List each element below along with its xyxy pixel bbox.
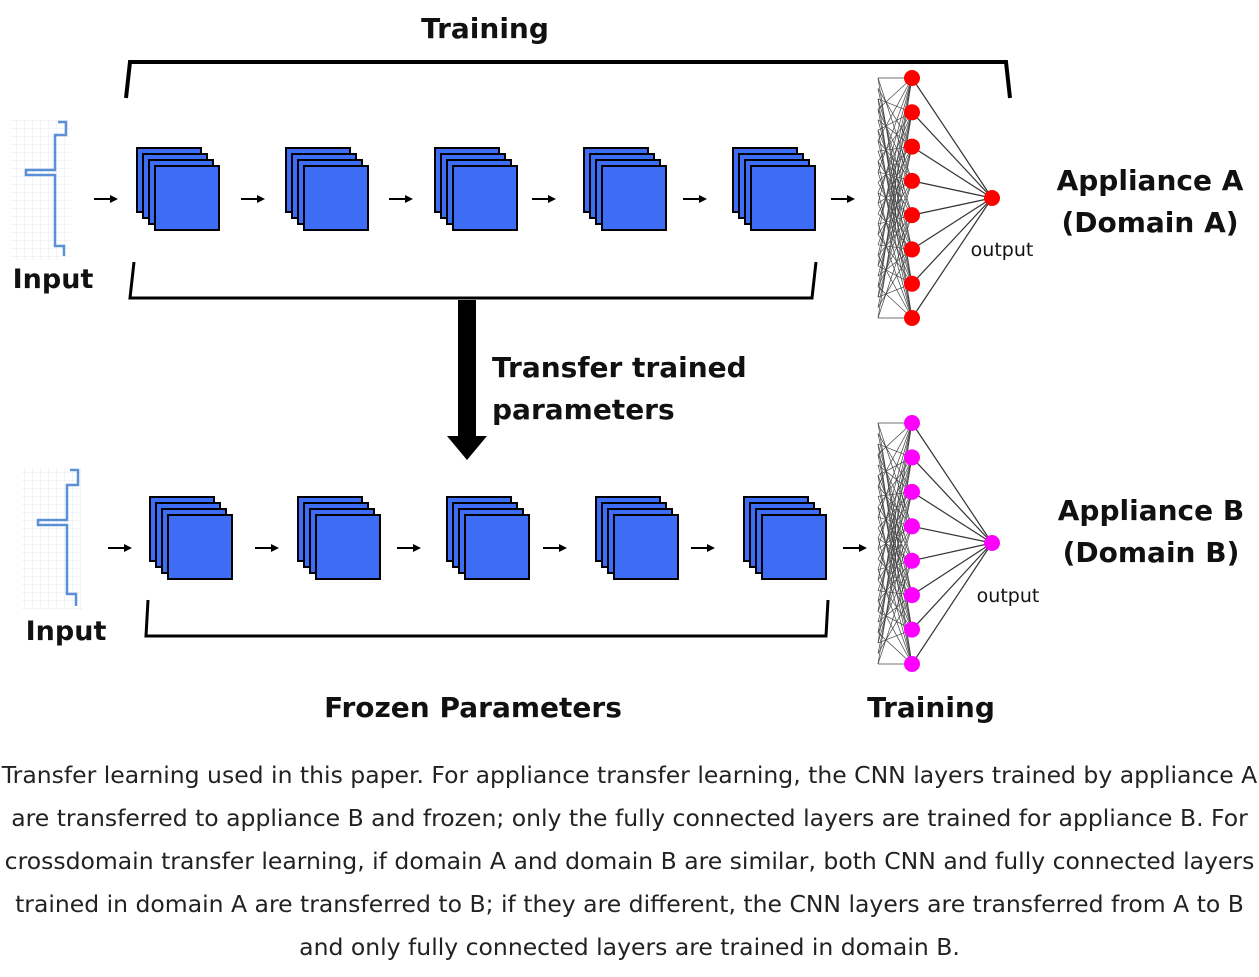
- bottom-output-connection: [911, 542, 993, 665]
- bottom-cnn-block-5: [743, 496, 827, 580]
- top-flow-arrow-1: [94, 195, 118, 203]
- bottom-cnn-block-3: [446, 496, 530, 580]
- top-output-connection: [911, 197, 993, 216]
- top-cnn-block-5: [732, 147, 816, 231]
- bottom-fc-neuron: [904, 621, 920, 638]
- bottom-output-connection: [911, 542, 993, 630]
- appliance-a-label: Appliance A: [1057, 164, 1244, 197]
- bottom-fc-neuron: [904, 587, 920, 604]
- transfer-arrow: [447, 300, 487, 460]
- top-output-neuron: [984, 190, 1000, 206]
- bottom-flow-arrow-2: [255, 544, 279, 552]
- top-fc-neuron: [904, 138, 920, 155]
- top-flow-arrow-6: [831, 195, 855, 203]
- bottom-output-connection: [911, 457, 993, 544]
- top-fully-connected-layer: [877, 70, 1000, 326]
- bottom-fc-neuron: [904, 415, 920, 431]
- top-input-signal: [10, 120, 70, 260]
- bottom-training-label: Training: [867, 691, 995, 724]
- top-output-connection: [911, 197, 993, 319]
- top-flow-arrows: [94, 195, 855, 203]
- bottom-fc-neuron: [904, 449, 920, 466]
- top-cnn-bracket: [128, 261, 818, 300]
- top-cnn-layers: [136, 147, 816, 231]
- bottom-fc-neuron: [904, 552, 920, 569]
- top-fc-neuron: [904, 310, 920, 326]
- top-output-connection: [911, 77, 993, 199]
- bottom-fc-neuron: [904, 518, 920, 535]
- top-fc-neuron: [904, 104, 920, 121]
- top-output-connection: [911, 197, 993, 285]
- bottom-flow-arrow-5: [691, 544, 715, 552]
- top-flow-arrow-5: [683, 195, 707, 203]
- domain-b-label: (Domain B): [1063, 536, 1240, 569]
- domain-a-label: (Domain A): [1061, 206, 1238, 239]
- bottom-fully-connected-layer: [877, 415, 1000, 672]
- transfer-label-line1: Transfer trained: [492, 351, 747, 384]
- bottom-cnn-block-2: [297, 496, 381, 580]
- top-fc-neuron: [904, 207, 920, 224]
- bottom-output-connection: [911, 542, 993, 562]
- top-training-label: Training: [421, 12, 549, 45]
- bottom-cnn-block-4: [595, 496, 679, 580]
- top-input-label: Input: [13, 264, 94, 295]
- bottom-flow-arrow-3: [397, 544, 421, 552]
- top-training-bracket: [124, 60, 1012, 99]
- top-fc-neuron: [904, 275, 920, 292]
- top-fc-neuron: [904, 70, 920, 86]
- bottom-input-label: Input: [26, 616, 107, 647]
- top-fc-neuron: [904, 172, 920, 189]
- bottom-output-connection: [911, 491, 993, 544]
- top-cnn-block-3: [434, 147, 518, 231]
- bottom-output-connection: [911, 422, 993, 544]
- top-flow-arrow-2: [241, 195, 265, 203]
- bottom-flow-arrow-6: [843, 544, 867, 552]
- bottom-cnn-layers: [149, 496, 827, 580]
- top-flow-arrow-3: [389, 195, 413, 203]
- top-cnn-block-2: [285, 147, 369, 231]
- bottom-fc-neuron: [904, 656, 920, 672]
- transfer-learning-diagram: Training Input output Appliance A (Domai…: [10, 12, 1244, 724]
- bottom-flow-arrow-1: [108, 544, 132, 552]
- bottom-input-signal: [22, 468, 82, 610]
- top-output-connection: [911, 197, 993, 250]
- bottom-cnn-block-1: [149, 496, 233, 580]
- top-output-connection: [911, 180, 993, 199]
- bottom-flow-arrows: [108, 544, 867, 552]
- frozen-parameters-label: Frozen Parameters: [324, 691, 622, 724]
- top-output-label: output: [971, 239, 1034, 261]
- bottom-output-connection: [911, 542, 993, 596]
- top-cnn-block-4: [583, 147, 667, 231]
- figure-caption: Transfer learning used in this paper. Fo…: [1, 761, 1258, 961]
- transfer-label-line2: parameters: [492, 393, 675, 426]
- bottom-flow-arrow-4: [543, 544, 567, 552]
- top-output-connection: [911, 146, 993, 199]
- bottom-output-connection: [911, 525, 993, 544]
- bottom-output-neuron: [984, 535, 1000, 551]
- appliance-b-label: Appliance B: [1058, 494, 1244, 527]
- top-fc-neuron: [904, 241, 920, 258]
- bottom-output-label: output: [977, 585, 1040, 607]
- top-output-connection: [911, 111, 993, 199]
- top-flow-arrow-4: [532, 195, 556, 203]
- top-cnn-block-1: [136, 147, 220, 231]
- frozen-parameters-bracket: [144, 599, 830, 638]
- bottom-fc-neuron: [904, 483, 920, 500]
